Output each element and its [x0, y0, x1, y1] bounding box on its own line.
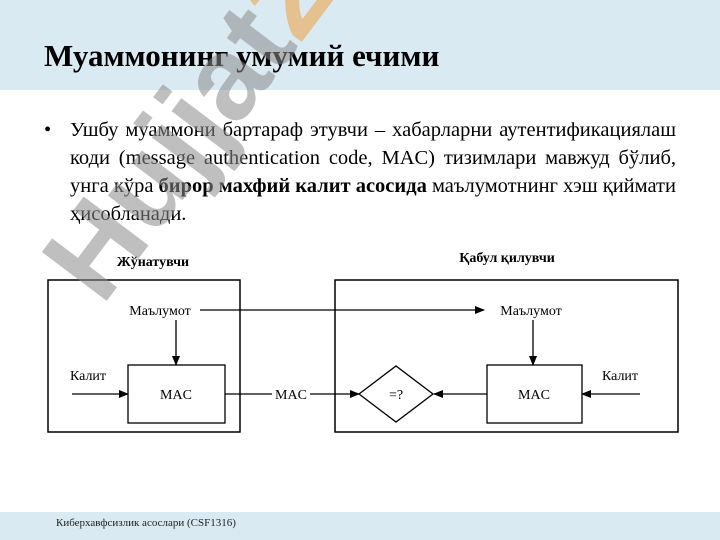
receiver-label: Қабул қилувчи: [459, 251, 555, 266]
sender-box: [47, 279, 241, 433]
text-bold: бирор махфий калит асосида: [158, 175, 427, 197]
text-after: маълумотнинг хэш қиймати ҳисобланади.: [70, 175, 676, 225]
header-band: Муаммонинг умумий ечими: [0, 0, 720, 90]
slide-title: Муаммонинг умумий ечими: [44, 38, 440, 73]
footer-band: Киберхавфсизлик асослари (CSF1316): [0, 512, 720, 540]
sender-mac-label: MAC: [160, 388, 192, 403]
sender-label: Жўнатувчи: [117, 255, 189, 270]
text-before: Ушбу муаммони бартараф этувчи – хабарлар…: [70, 119, 676, 197]
receiver-data-label: Маълумот: [500, 304, 562, 319]
sender-key-label: Калит: [70, 369, 106, 384]
bullet-icon: •: [44, 119, 52, 141]
receiver-mac-label: MAC: [518, 388, 550, 403]
bullet-text: Ушбу муаммони бартараф этувчи – хабарлар…: [70, 116, 676, 228]
bullet-paragraph: • Ушбу муаммони бартараф этувчи – хабарл…: [44, 116, 676, 228]
footer-text: Киберхавфсизлик асослари (CSF1316): [56, 517, 236, 529]
transmitted-mac-label: MAC: [275, 388, 307, 403]
sender-mac-box: [127, 364, 226, 424]
compare-label: =?: [389, 388, 403, 403]
receiver-key-label: Калит: [602, 369, 638, 384]
receiver-mac-box: [486, 364, 583, 424]
sender-data-label: Маълумот: [129, 304, 191, 319]
receiver-box: [334, 279, 679, 433]
